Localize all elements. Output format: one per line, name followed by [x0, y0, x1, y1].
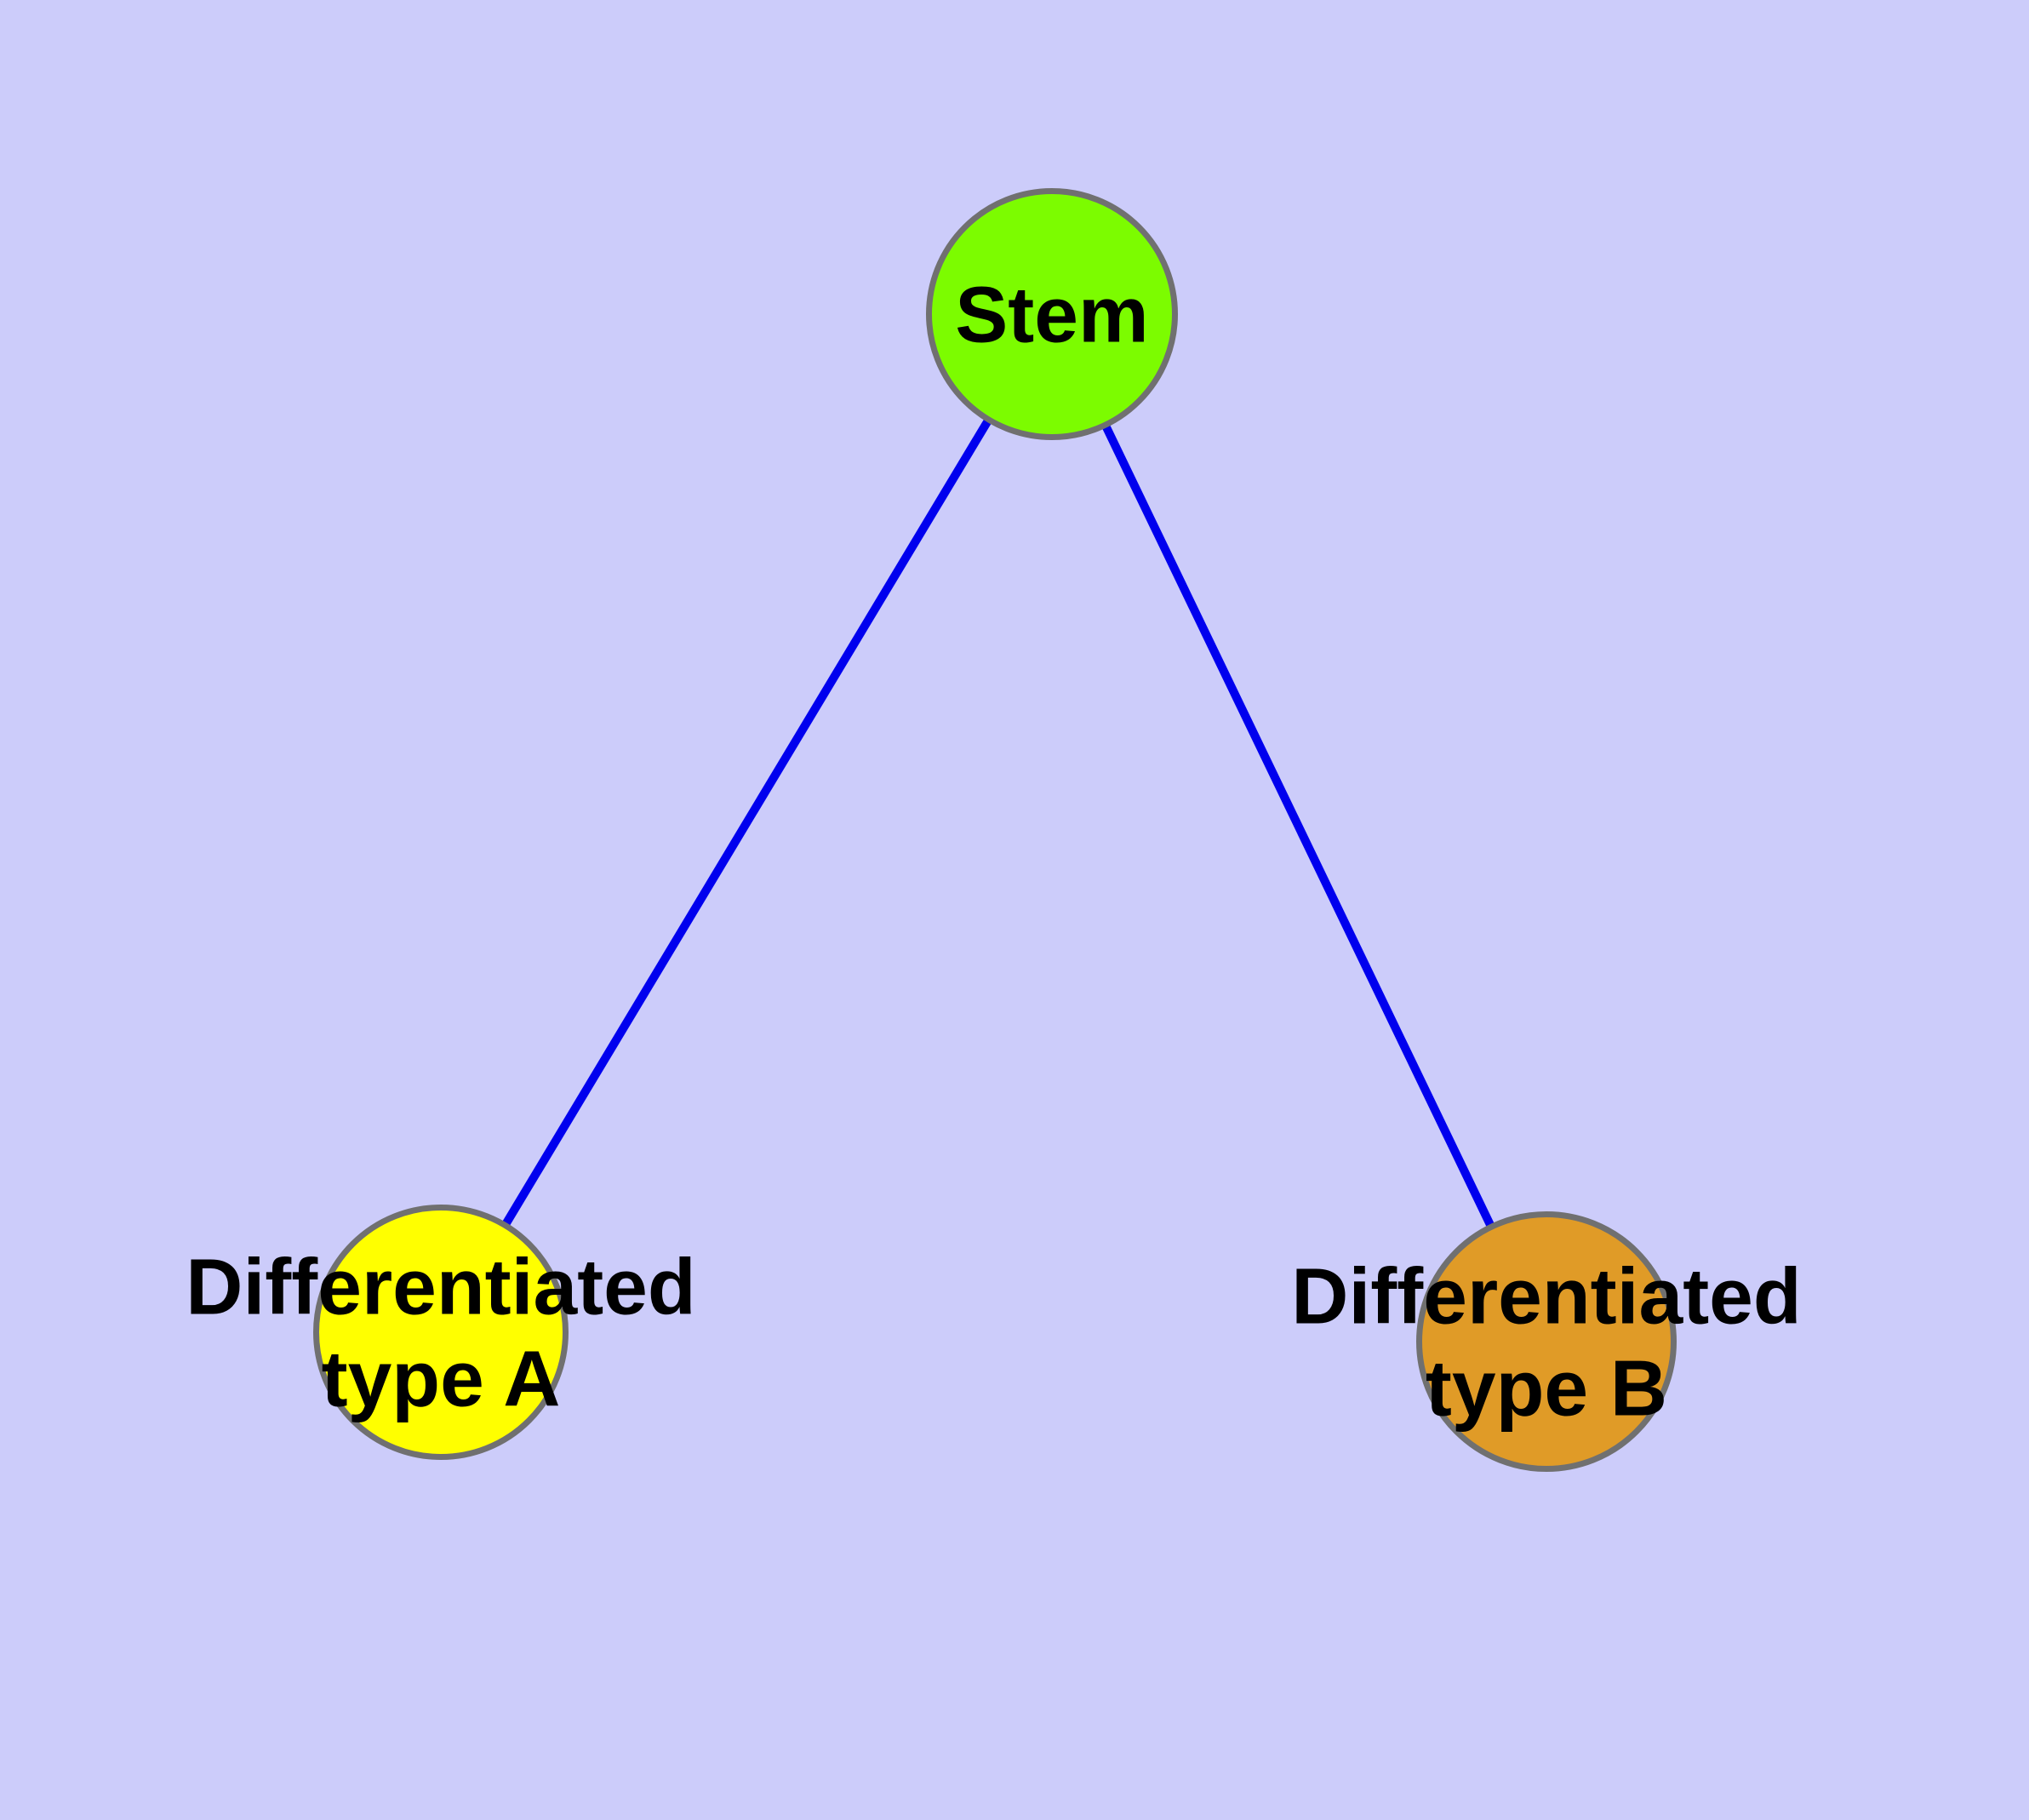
- node-label-differentiated-type-b-line1: Differentiated: [1291, 1252, 1801, 1341]
- node-label-differentiated-type-a-line2: type A: [322, 1335, 561, 1423]
- node-circle-stem[interactable]: [926, 188, 1178, 440]
- node-circle-differentiated-type-a[interactable]: [313, 1205, 569, 1460]
- edge-stem-to-differentiated-type-a[interactable]: [496, 409, 997, 1235]
- node-circle-differentiated-type-b[interactable]: [1416, 1211, 1677, 1472]
- node-stem[interactable]: [926, 188, 1178, 440]
- node-label-differentiated-type-b-line2: type B: [1426, 1344, 1667, 1433]
- node-differentiated-type-b[interactable]: [1416, 1211, 1677, 1472]
- edges-group: [496, 409, 1500, 1237]
- node-label-stem: Stem: [955, 271, 1148, 359]
- nodes-group: [313, 188, 1677, 1472]
- node-label-differentiated-type-a-line1: Differentiated: [186, 1243, 695, 1331]
- node-differentiated-type-a[interactable]: [313, 1205, 569, 1460]
- labels-group: Differentiated type A Differentiated typ…: [186, 271, 1801, 1433]
- edge-stem-to-differentiated-type-b[interactable]: [1097, 415, 1500, 1237]
